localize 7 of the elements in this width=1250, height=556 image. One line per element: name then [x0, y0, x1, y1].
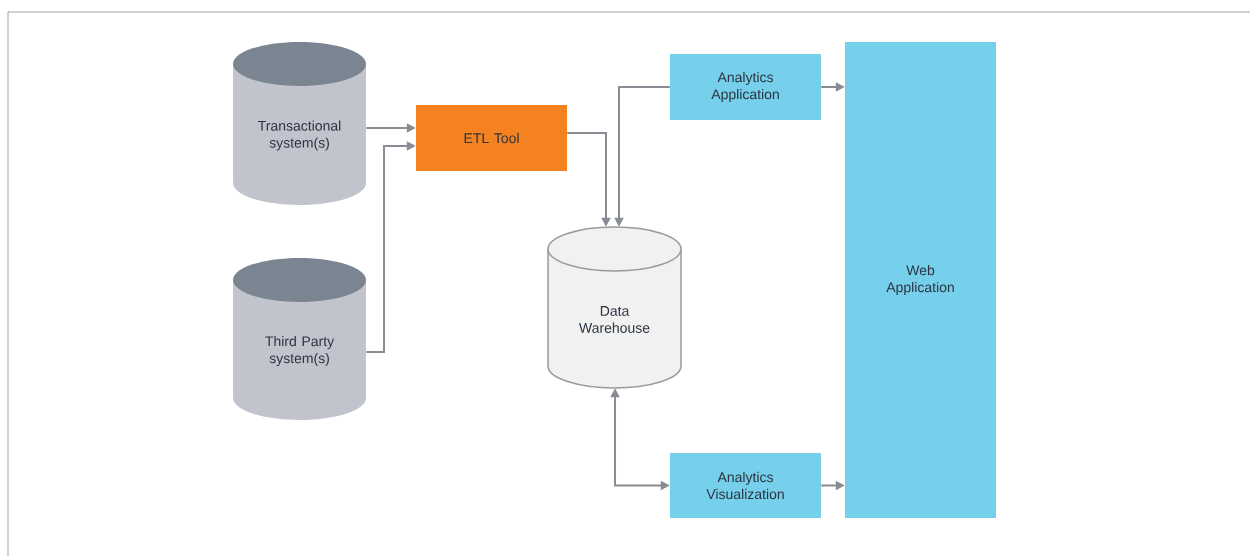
process-box: Analytics Application: [670, 54, 821, 120]
database-cylinder: Third Party system(s): [233, 258, 366, 420]
database-cylinder: Data Warehouse: [547, 226, 682, 389]
process-box: Web Application: [845, 42, 996, 518]
process-box: Analytics Visualization: [670, 453, 821, 518]
process-box: ETL Tool: [416, 105, 567, 171]
database-cylinder: Transactional system(s): [233, 42, 366, 205]
